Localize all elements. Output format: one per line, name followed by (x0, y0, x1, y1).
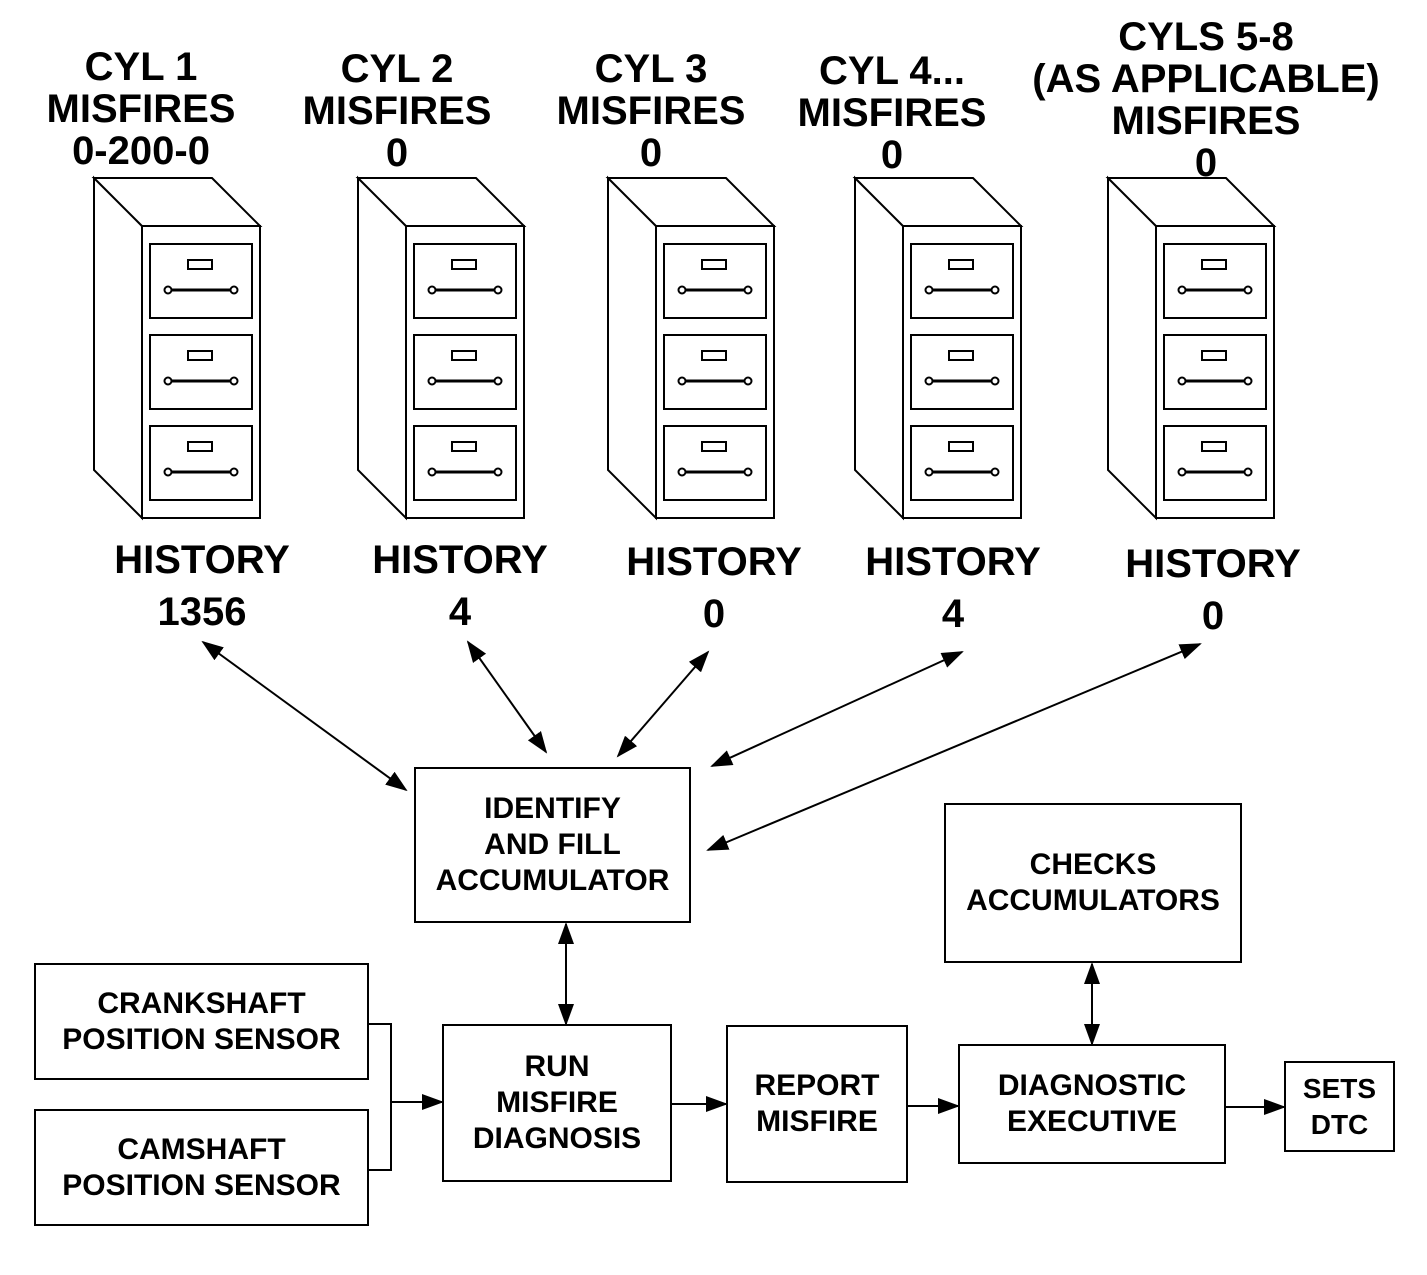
executive-line1: DIAGNOSTIC (997, 1069, 1187, 1102)
cyl2-misfires-label: MISFIRES (302, 89, 492, 133)
run-line1: RUN (524, 1050, 590, 1083)
arrow-history5-identify (706, 643, 1202, 851)
history4-label: HISTORY (865, 540, 1041, 584)
camshaft-sensor-box: CAMSHAFT POSITION SENSOR (34, 1109, 369, 1226)
arrow-history4-identify (710, 651, 964, 767)
arrow-history2-identify (466, 640, 548, 754)
connector-crankshaft (368, 1023, 392, 1171)
arrow-history3-identify (616, 650, 710, 758)
history1: HISTORY 1356 (92, 534, 312, 638)
history1-label: HISTORY (114, 538, 290, 582)
camshaft-line2: POSITION SENSOR (62, 1168, 341, 1202)
history3: HISTORY 0 (604, 536, 824, 640)
history2-value: 4 (448, 590, 472, 634)
run-line3: DIAGNOSIS (472, 1122, 642, 1155)
executive-line2: EXECUTIVE (1006, 1105, 1178, 1138)
cyl2-misfires-value: 0 (385, 131, 409, 175)
dtc-line2: DTC (1310, 1108, 1369, 1140)
cabinet-cyl1-icon (92, 176, 262, 520)
history4: HISTORY 4 (843, 536, 1063, 640)
cyl3-misfires-value: 0 (639, 131, 663, 175)
cyl2-header: CYL 2 MISFIRES 0 (290, 48, 504, 174)
history5-value: 0 (1201, 594, 1225, 638)
crankshaft-sensor-box: CRANKSHAFT POSITION SENSOR (34, 963, 369, 1080)
cyl3-misfires-label: MISFIRES (556, 89, 746, 133)
identify-line3: ACCUMULATOR (435, 864, 670, 897)
sets-dtc-box: SETS DTC (1284, 1061, 1395, 1152)
checks-line1: CHECKS (1029, 848, 1157, 881)
checks-line2: ACCUMULATORS (966, 884, 1220, 917)
cyls5-8-misfires-label: MISFIRES (1111, 99, 1301, 143)
history2: HISTORY 4 (350, 534, 570, 638)
history1-value: 1356 (157, 590, 247, 634)
cyl3-header: CYL 3 MISFIRES 0 (544, 48, 758, 174)
run-line2: MISFIRE (496, 1086, 618, 1119)
identify-line1: IDENTIFY (484, 792, 621, 825)
cyl1-misfires-value: 0-200-0 (72, 129, 210, 173)
cabinet-cyls5-8-icon (1106, 176, 1276, 520)
cyls5-8-name: CYLS 5-8 (1118, 15, 1294, 59)
cyl1-name: CYL 1 (84, 45, 198, 89)
history3-value: 0 (702, 592, 726, 636)
history5: HISTORY 0 (1103, 538, 1323, 642)
cyls5-8-misfires-value: 0 (1194, 141, 1218, 185)
cabinet-cyl4-icon (853, 176, 1023, 520)
report-misfire-box: REPORT MISFIRE (726, 1025, 908, 1183)
checks-accumulators-box: CHECKS ACCUMULATORS (944, 803, 1242, 963)
cyl1-header: CYL 1 MISFIRES 0-200-0 (34, 46, 248, 172)
identify-fill-accumulator-box: IDENTIFY AND FILL ACCUMULATOR (414, 767, 691, 923)
cyl4-misfires-label: MISFIRES (797, 91, 987, 135)
report-line2: MISFIRE (756, 1105, 878, 1138)
cyl2-name: CYL 2 (340, 47, 454, 91)
report-line1: REPORT (754, 1069, 880, 1102)
cyl1-misfires-label: MISFIRES (46, 87, 236, 131)
cyl4-misfires-value: 0 (880, 133, 904, 177)
history3-label: HISTORY (626, 540, 802, 584)
dtc-line1: SETS (1302, 1072, 1377, 1104)
cyl3-name: CYL 3 (594, 47, 708, 91)
cyl4-header: CYL 4... MISFIRES 0 (782, 50, 1002, 176)
cyls5-8-header: CYLS 5-8 (AS APPLICABLE) MISFIRES 0 (1010, 16, 1402, 184)
history2-label: HISTORY (372, 538, 548, 582)
camshaft-line1: CAMSHAFT (117, 1132, 286, 1166)
identify-line2: AND FILL (484, 828, 621, 861)
history4-value: 4 (941, 592, 965, 636)
crankshaft-line2: POSITION SENSOR (62, 1022, 341, 1056)
run-misfire-diagnosis-box: RUN MISFIRE DIAGNOSIS (442, 1024, 672, 1182)
cyl4-name: CYL 4... (819, 49, 965, 93)
arrow-history1-identify (201, 640, 408, 792)
cabinet-cyl3-icon (606, 176, 776, 520)
crankshaft-line1: CRANKSHAFT (97, 986, 306, 1020)
history5-label: HISTORY (1125, 542, 1301, 586)
cyls5-8-applicable: (AS APPLICABLE) (1032, 57, 1380, 101)
cabinet-cyl2-icon (356, 176, 526, 520)
diagnostic-executive-box: DIAGNOSTIC EXECUTIVE (958, 1044, 1226, 1164)
